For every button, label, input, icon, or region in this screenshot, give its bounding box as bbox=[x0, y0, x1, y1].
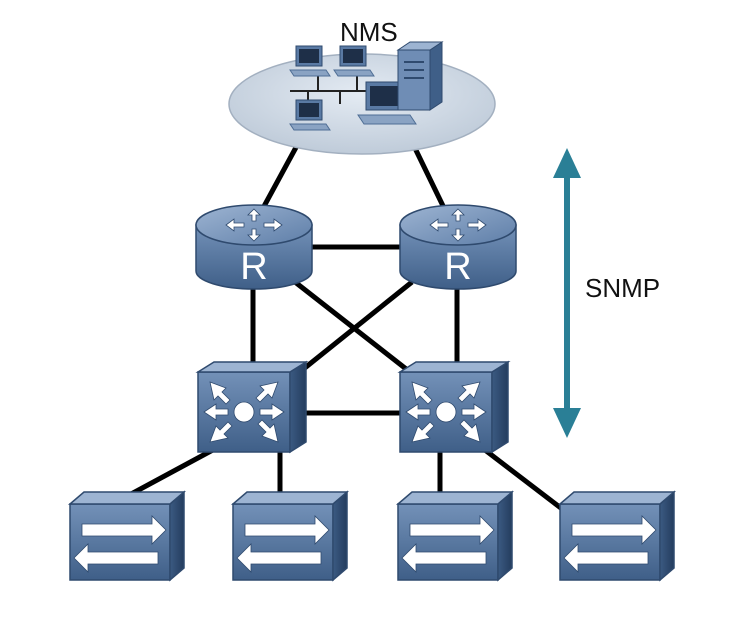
pc-icon bbox=[357, 81, 417, 125]
server-icon bbox=[396, 41, 444, 111]
links bbox=[118, 138, 572, 517]
snmp-label: SNMP bbox=[585, 273, 661, 303]
access-switch-icon bbox=[563, 515, 657, 573]
access-switch-3[interactable] bbox=[395, 490, 515, 582]
router-icon bbox=[225, 208, 283, 242]
access-switch-icon bbox=[236, 515, 330, 573]
link-router-right-switch-left bbox=[294, 280, 414, 377]
core-switch-icon bbox=[405, 381, 487, 443]
link-switch-left-access-1 bbox=[118, 442, 224, 503]
nms-cloud-shape bbox=[228, 53, 496, 155]
core-switch-right[interactable] bbox=[397, 360, 511, 454]
router-glyph: R bbox=[444, 246, 471, 288]
access-switch-2[interactable] bbox=[230, 490, 350, 582]
snmp-arrow bbox=[553, 148, 581, 438]
link-switch-right-access-4 bbox=[483, 448, 572, 517]
core-switch-icon bbox=[203, 381, 285, 443]
link-nms-router-left bbox=[259, 138, 303, 212]
access-switch-4[interactable] bbox=[557, 490, 677, 582]
access-switch-1[interactable] bbox=[67, 490, 187, 582]
pc-icon bbox=[289, 99, 331, 131]
access-switch-icon bbox=[73, 515, 167, 573]
pc-icon bbox=[289, 45, 331, 77]
router-left[interactable]: R bbox=[195, 204, 313, 290]
router-icon bbox=[429, 208, 487, 242]
pc-icon bbox=[333, 45, 375, 77]
link-nms-router-right bbox=[409, 140, 448, 212]
nms-cloud bbox=[228, 41, 496, 155]
access-switch-icon bbox=[401, 515, 495, 573]
core-switch-left[interactable] bbox=[195, 360, 309, 454]
nms-label: NMS bbox=[340, 17, 398, 47]
router-right[interactable]: R bbox=[399, 204, 517, 290]
router-glyph: R bbox=[240, 246, 267, 288]
